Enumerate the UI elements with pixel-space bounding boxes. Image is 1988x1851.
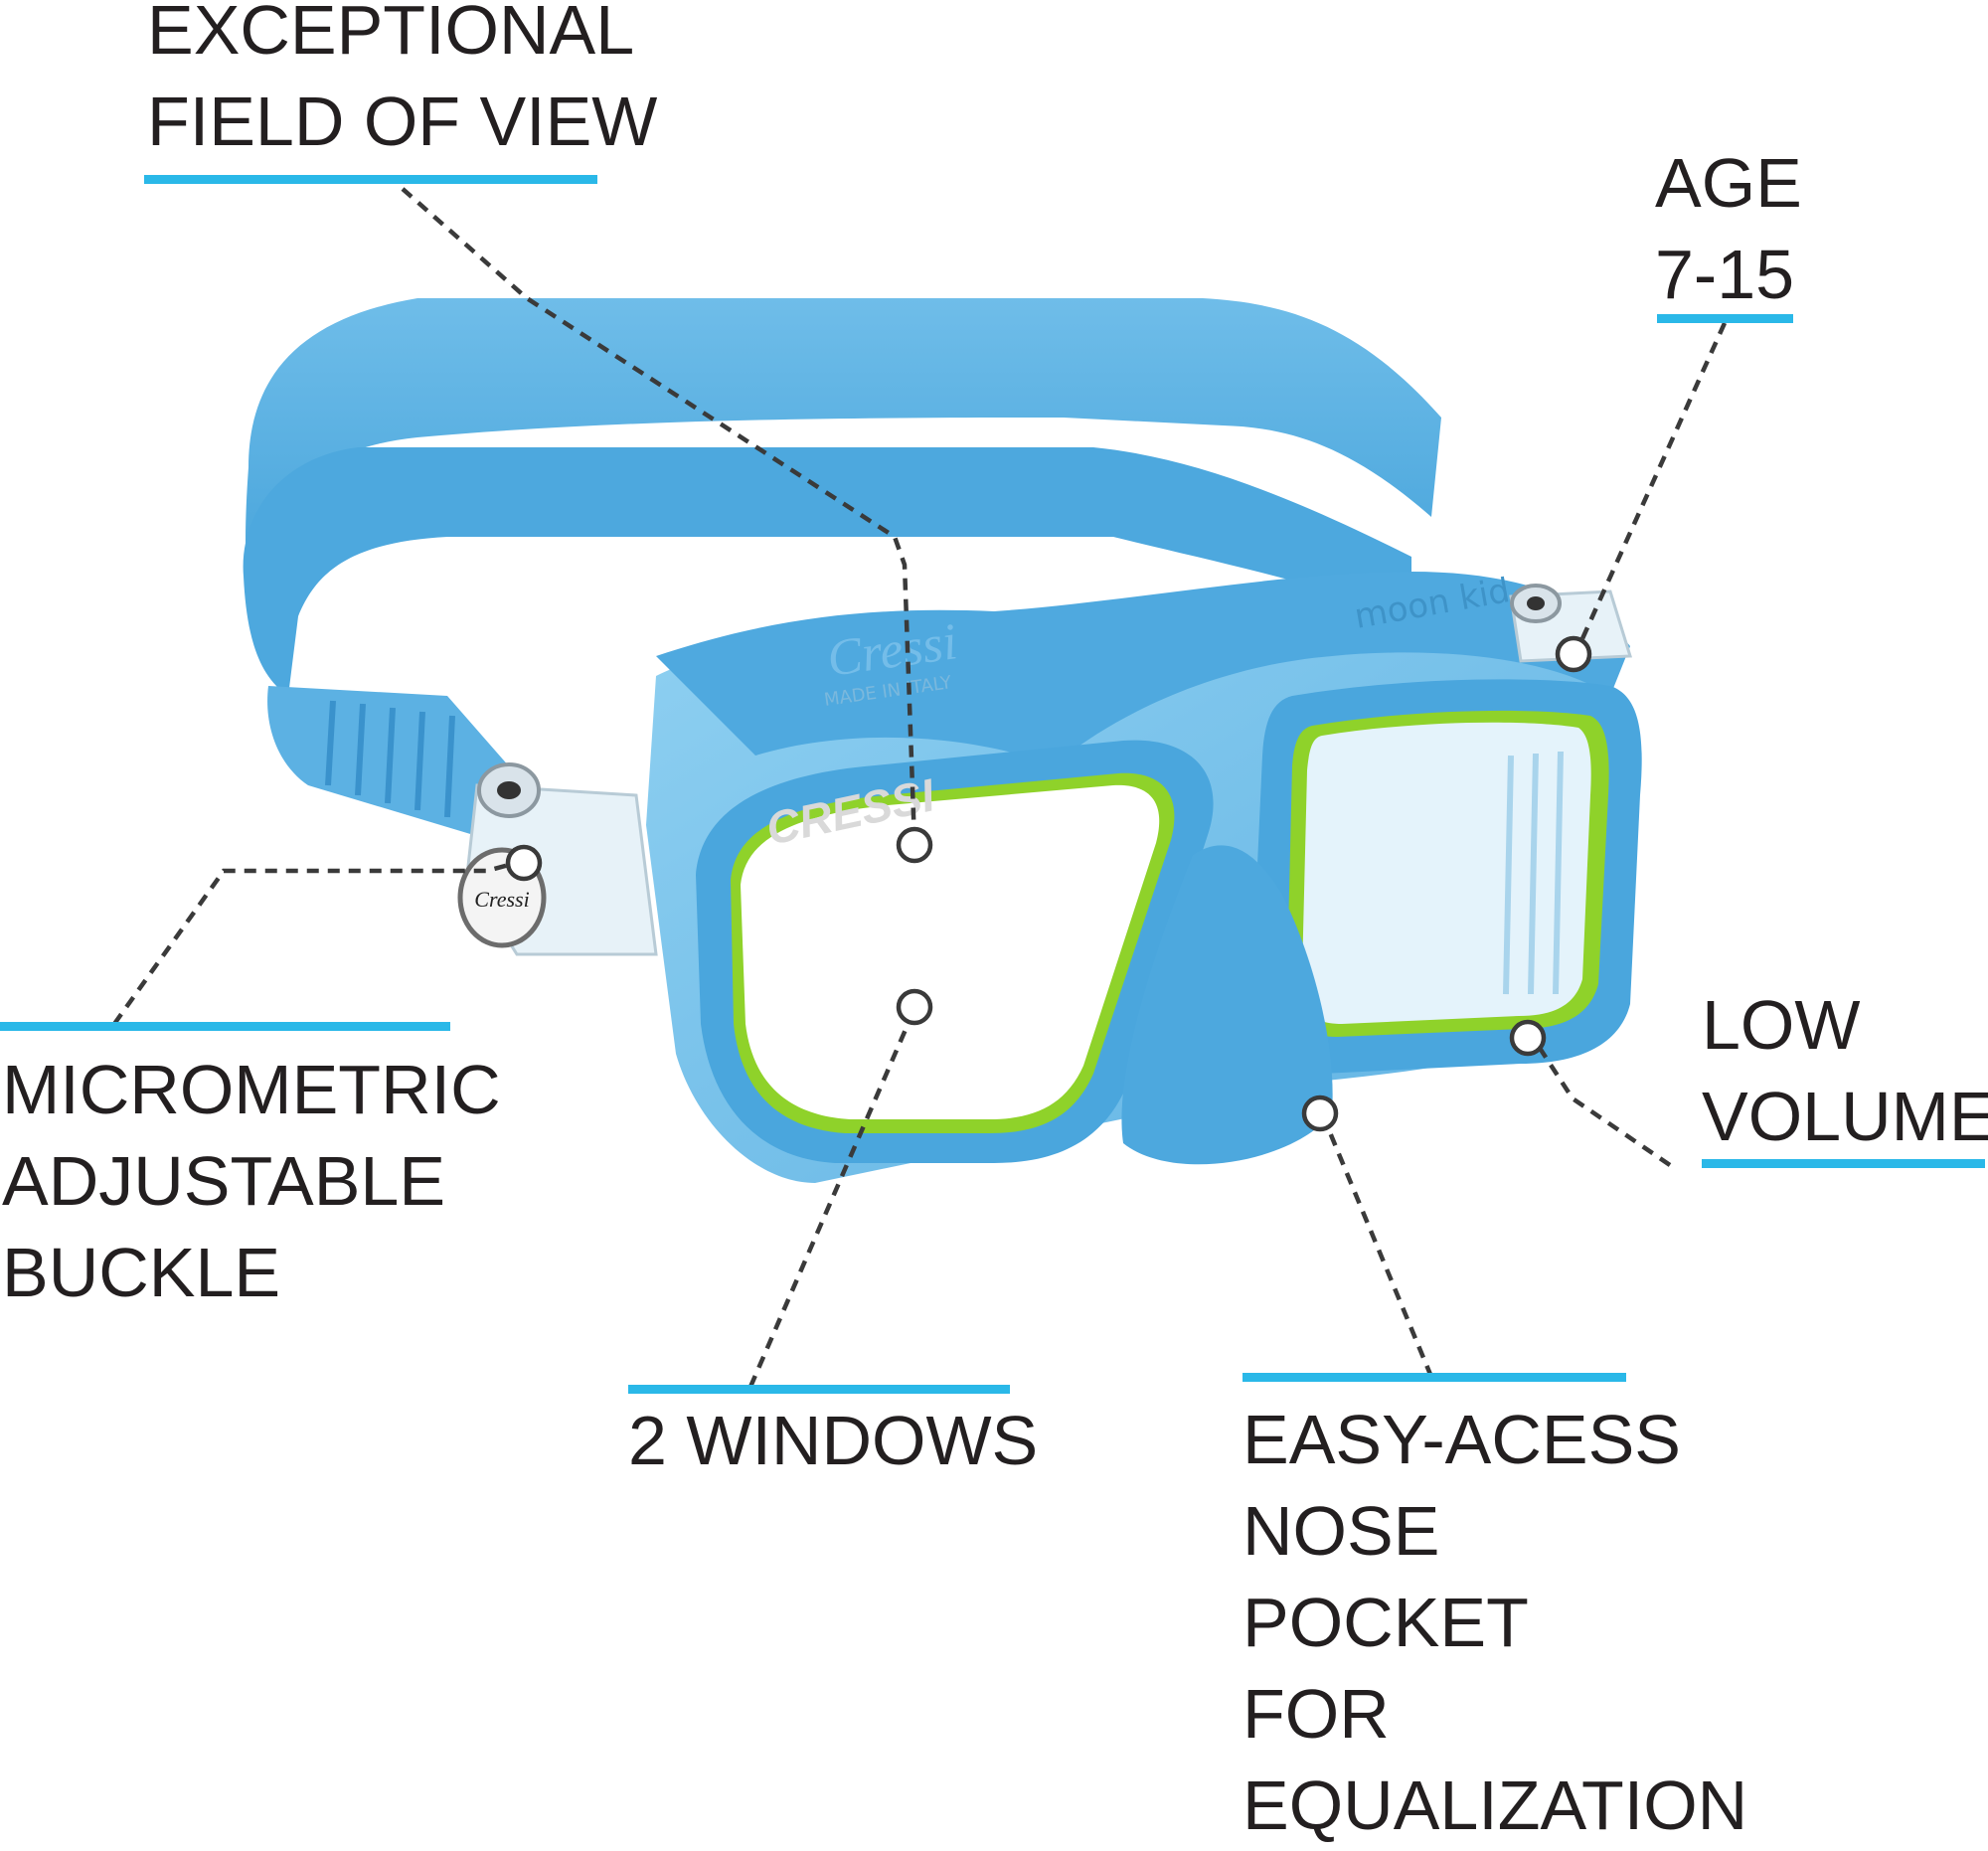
callout-field-of-view: EXCEPTIONAL FIELD OF VIEW: [147, 0, 657, 167]
leader-buckle: [112, 862, 510, 1026]
callout-age-line-2: 7-15: [1655, 236, 1795, 313]
strap-ridges: [325, 700, 455, 818]
callout-nose-pocket-line-4: FOR: [1242, 1675, 1390, 1753]
buckle-logo-text: Cressi: [474, 887, 529, 912]
left-lens: CRESSI: [696, 740, 1214, 1163]
callout-buckle: MICROMETRIC ADJUSTABLE BUCKLE: [2, 1044, 501, 1318]
strap-lower-band: [243, 447, 1411, 696]
strap: [243, 298, 1441, 845]
callout-nose-pocket-line-3: POCKET: [1242, 1584, 1529, 1661]
right-buckle: [1509, 584, 1633, 663]
accent-age: [1657, 314, 1793, 323]
leader-windows: [747, 1008, 917, 1388]
left-lens-glass: [741, 784, 1160, 1119]
callout-low-volume: LOW VOLUME: [1702, 979, 1988, 1162]
callout-buckle-line-3: BUCKLE: [2, 1234, 281, 1311]
callout-buckle-line-1: MICROMETRIC: [2, 1051, 501, 1128]
accent-field-of-view: [144, 175, 597, 184]
callout-age-line-1: AGE: [1655, 144, 1802, 222]
accent-windows: [628, 1385, 1010, 1394]
callout-buckle-line-2: ADJUSTABLE: [2, 1142, 446, 1220]
right-lens-glass: [1300, 722, 1591, 1024]
callout-low-volume-line-1: LOW: [1702, 986, 1861, 1064]
marker-nose-pocket: [1301, 1094, 1339, 1132]
callout-nose-pocket: EASY-ACESS NOSE POCKET FOR EQUALIZATION: [1242, 1394, 1747, 1851]
marker-age: [1555, 635, 1592, 673]
strap-upper-band: [246, 298, 1441, 646]
right-lens-inner-ridges: [1503, 751, 1564, 995]
leader-age: [1573, 322, 1728, 655]
leader-field-of-view: [401, 187, 917, 844]
marker-windows: [896, 988, 933, 1026]
marker-low-volume: [1509, 1019, 1547, 1057]
callout-windows-line-1: 2 WINDOWS: [628, 1402, 1039, 1479]
callout-low-volume-line-2: VOLUME: [1702, 1078, 1988, 1155]
mask-top-band: [656, 572, 1630, 765]
marker-buckle: [505, 844, 543, 882]
callout-nose-pocket-line-1: EASY-ACESS: [1242, 1401, 1681, 1478]
leader-lines: [112, 187, 1728, 1388]
leader-nose-pocket: [1319, 1112, 1434, 1378]
marker-field-of-view: [896, 826, 933, 864]
callout-nose-pocket-line-5: EQUALIZATION: [1242, 1767, 1748, 1844]
accent-buckle: [0, 1022, 450, 1031]
nose-pocket: [1121, 845, 1333, 1165]
callout-field-of-view-line-2: FIELD OF VIEW: [147, 83, 658, 160]
callout-nose-pocket-line-2: NOSE: [1242, 1492, 1440, 1570]
markers: [505, 635, 1592, 1132]
accent-low-volume: [1702, 1159, 1985, 1168]
callout-field-of-view-line-1: EXCEPTIONAL: [147, 0, 635, 69]
left-buckle: Cressi: [457, 762, 658, 956]
callout-age: AGE 7-15: [1655, 137, 1802, 320]
accent-nose-pocket: [1242, 1373, 1626, 1382]
callout-windows: 2 WINDOWS: [628, 1395, 1038, 1486]
right-lens: [1249, 679, 1642, 1074]
